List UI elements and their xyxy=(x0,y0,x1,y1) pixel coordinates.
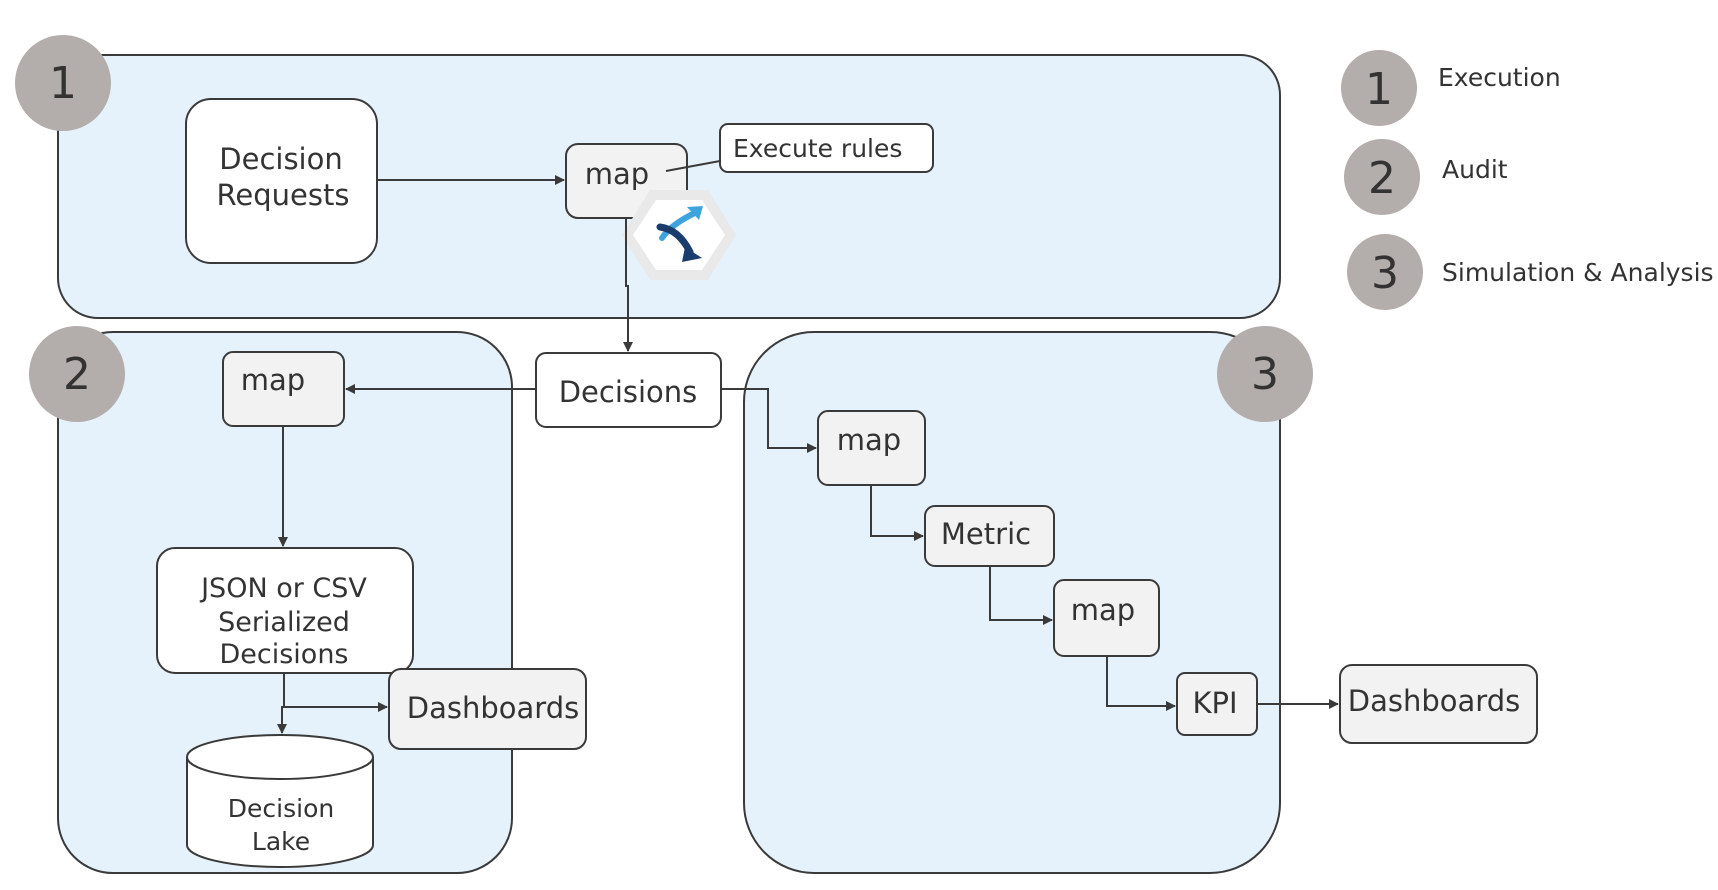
node-label: map xyxy=(837,423,901,457)
legend-badge: 1 xyxy=(1365,64,1393,115)
map-sim-1-node: map xyxy=(817,410,926,486)
dashboards-audit-node: Dashboards xyxy=(388,668,587,750)
legend-label: Execution xyxy=(1438,63,1561,92)
node-label-line: Requests xyxy=(217,178,350,212)
legend-label: Audit xyxy=(1442,155,1508,184)
node-label: map xyxy=(1071,593,1135,627)
kpi-node: KPI xyxy=(1176,672,1258,736)
node-label: Dashboards xyxy=(1348,684,1520,718)
execution-badge-number: 1 xyxy=(49,58,77,109)
node-label: Decisions xyxy=(559,375,698,409)
node-label: KPI xyxy=(1192,686,1237,720)
map-sim-2-node: map xyxy=(1053,579,1160,657)
simulation-badge-number: 3 xyxy=(1251,349,1279,400)
execute-rules-callout: Execute rules xyxy=(665,123,934,173)
node-label-line: Serialized xyxy=(218,607,350,638)
serialized-decisions-node: JSON or CSV Serialized Decisions xyxy=(156,547,414,674)
legend-item-audit: 2 Audit xyxy=(1344,139,1508,215)
decision-lake-node: Decision Lake xyxy=(186,734,374,868)
node-label-line: Decision xyxy=(228,794,334,823)
node-label: map xyxy=(241,363,305,397)
legend-label: Simulation & Analysis xyxy=(1442,258,1714,287)
node-label: map xyxy=(585,157,649,191)
node-label-line: Lake xyxy=(252,827,310,856)
edge-map-to-metric xyxy=(870,485,924,541)
node-label-line: Decision xyxy=(219,142,342,176)
legend-badge: 3 xyxy=(1371,248,1399,299)
edge-map-to-decisions xyxy=(623,218,633,352)
decisions-node: Decisions xyxy=(535,352,722,428)
simulation-badge: 3 xyxy=(1217,326,1313,422)
node-label-line: Decisions xyxy=(219,639,348,670)
audit-badge: 2 xyxy=(29,326,125,422)
legend-item-simulation: 3 Simulation & Analysis xyxy=(1347,234,1714,310)
decision-service-logo-icon xyxy=(622,190,736,280)
audit-badge-number: 2 xyxy=(63,349,91,400)
metric-node: Metric xyxy=(924,505,1055,567)
decision-requests-node: Decision Requests xyxy=(185,98,378,264)
dashboards-sim-node: Dashboards xyxy=(1339,664,1538,744)
node-label: Dashboards xyxy=(407,691,579,725)
legend: 1 Execution 2 Audit 3 Simulation & Analy… xyxy=(1341,50,1714,310)
map-audit-node: map xyxy=(222,351,345,427)
node-label-line: JSON or CSV xyxy=(199,573,367,604)
edge-map-to-kpi xyxy=(1106,656,1176,711)
edge-serialized-to-lake xyxy=(277,673,287,734)
edge-metric-to-map xyxy=(989,566,1053,625)
callout-label: Execute rules xyxy=(733,134,902,163)
edge-decisions-to-sim-map xyxy=(721,388,817,453)
legend-item-execution: 1 Execution xyxy=(1341,50,1561,126)
legend-badge: 2 xyxy=(1368,153,1396,204)
execution-badge: 1 xyxy=(15,35,111,131)
node-label: Metric xyxy=(941,517,1031,551)
